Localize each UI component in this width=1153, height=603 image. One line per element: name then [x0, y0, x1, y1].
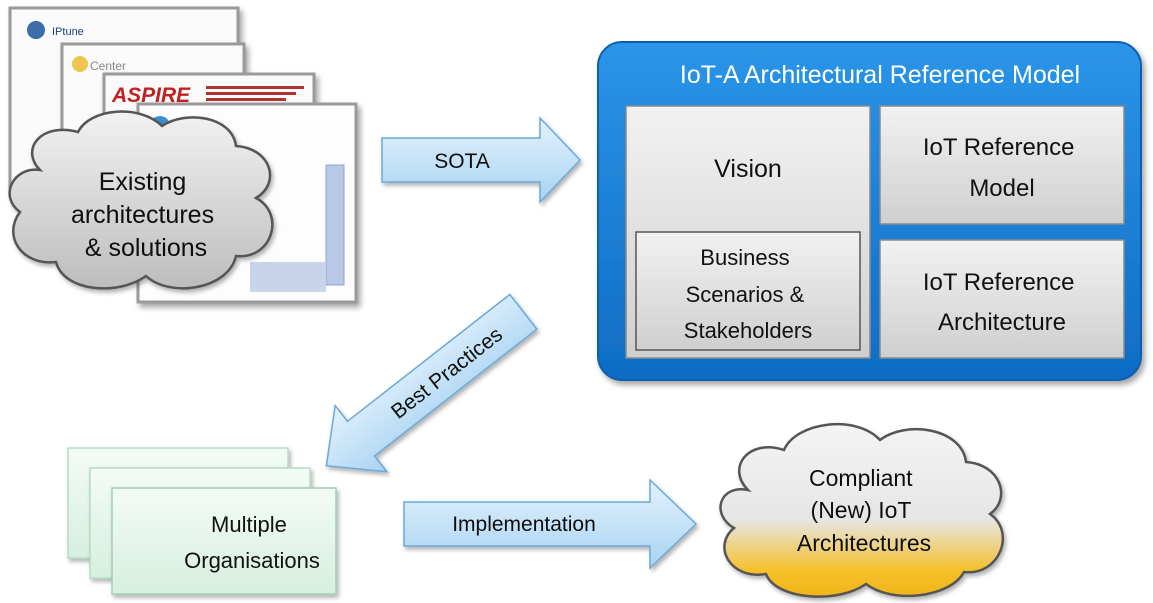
compliant-line-1: Compliant: [809, 465, 913, 491]
business-line-3: Stakeholders: [684, 318, 812, 343]
iot-reference-architecture-label: IoT Reference Architecture: [923, 269, 1081, 336]
existing-architectures-label: Existing architectures & solutions: [71, 168, 221, 262]
vision-label: Vision: [714, 155, 782, 183]
doc-label-iptune: IPtune: [52, 26, 84, 38]
business-line-1: Business: [700, 245, 789, 270]
sota-arrow: SOTA: [381, 116, 582, 204]
iot-reference-model-label: IoT Reference Model: [923, 134, 1081, 202]
ref-arch-line-2: Architecture: [938, 309, 1066, 336]
business-line-2: Scenarios &: [686, 282, 805, 307]
iot-reference-architecture-box: IoT Reference Architecture: [879, 239, 1125, 359]
ref-model-line-2: Model: [969, 175, 1034, 202]
existing-architectures-cloud: Existing architectures & solutions: [8, 110, 274, 290]
doc-label-aspire: ASPIRE: [111, 84, 191, 107]
implementation-label: Implementation: [452, 513, 596, 536]
iot-reference-model-box: IoT Reference Model: [879, 105, 1125, 225]
ref-arch-line-1: IoT Reference: [923, 269, 1075, 296]
existing-line-1: Existing: [99, 168, 187, 196]
arm-title: IoT-A Architectural Reference Model: [680, 61, 1080, 89]
existing-line-3: & solutions: [85, 234, 207, 262]
sota-label: SOTA: [434, 150, 490, 173]
org-line-1: Multiple: [211, 512, 287, 537]
multiple-organisations-group: Multiple Organisations: [67, 447, 337, 595]
best-practices-label: Best Practices: [387, 323, 507, 424]
implementation-arrow: Implementation: [403, 478, 698, 570]
org-card-front: [111, 487, 337, 595]
existing-architectures-group: IPtune Center ASPIRE sensei Existing: [8, 6, 358, 304]
org-line-2: Organisations: [184, 548, 320, 573]
business-scenarios-box: Business Scenarios & Stakeholders: [635, 231, 861, 351]
multiple-organisations-label: Multiple Organisations: [184, 512, 320, 573]
compliant-architectures-cloud: Compliant (New) IoT Architectures: [719, 422, 1005, 598]
ref-model-line-1: IoT Reference: [923, 134, 1075, 161]
architectural-reference-model: IoT-A Architectural Reference Model Visi…: [597, 41, 1142, 381]
business-scenarios-label: Business Scenarios & Stakeholders: [684, 245, 812, 343]
compliant-line-3: Architectures: [797, 530, 931, 556]
compliant-line-2: (New) IoT: [811, 497, 912, 523]
best-practices-arrow: Best Practices: [325, 293, 538, 473]
existing-line-2: architectures: [71, 201, 214, 229]
compliant-label: Compliant (New) IoT Architectures: [797, 465, 931, 556]
doc-label-center: Center: [90, 59, 126, 73]
